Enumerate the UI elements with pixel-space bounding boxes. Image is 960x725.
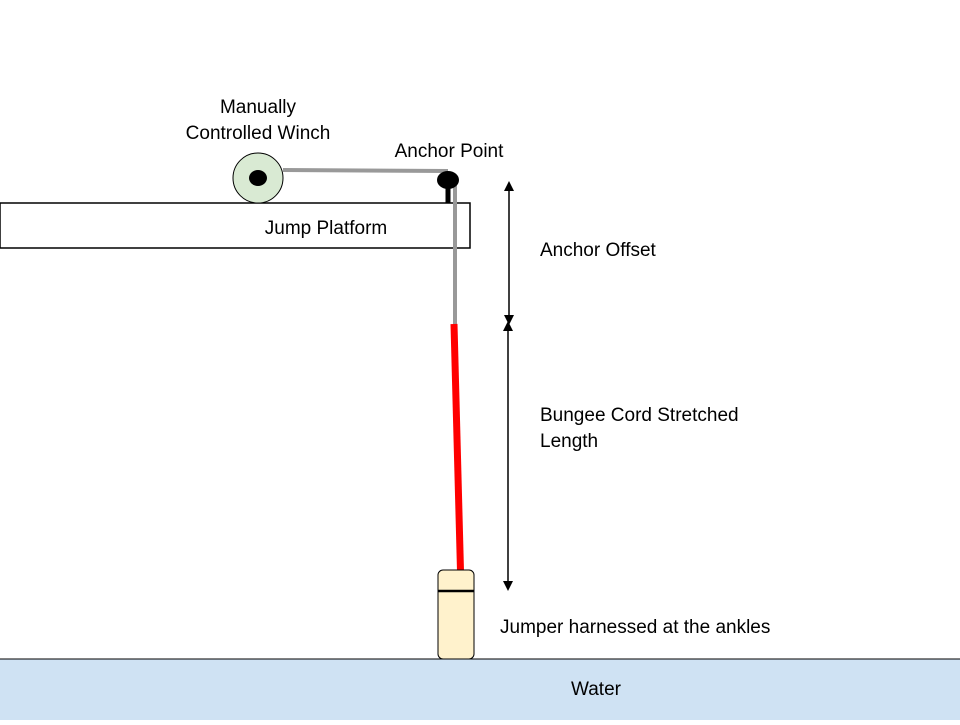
bungee-cord: [450, 323, 465, 591]
winch-hub: [249, 170, 267, 186]
anchor-offset-label: Anchor Offset: [540, 240, 657, 261]
platform-label: Jump Platform: [265, 218, 387, 239]
anchor-point-icon: [437, 171, 459, 189]
winch-label-line2: Controlled Winch: [186, 123, 331, 144]
bungee-length-label-line2: Length: [540, 431, 598, 452]
water-area: [0, 659, 960, 720]
jumper-figure: [437, 569, 475, 660]
anchor-point-label: Anchor Point: [395, 141, 505, 162]
winch-label-line1: Manually: [220, 97, 297, 118]
water-label: Water: [571, 679, 622, 700]
jump-platform: [0, 202, 471, 249]
bungee-length-label-line1: Bungee Cord Stretched: [540, 405, 739, 426]
winch-cable: [282, 168, 449, 173]
jumper-label: Jumper harnessed at the ankles: [500, 617, 770, 638]
